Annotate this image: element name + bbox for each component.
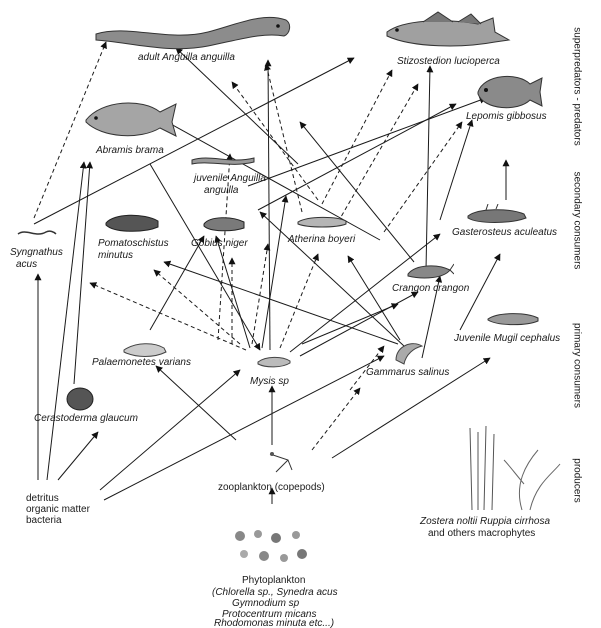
- zander-icon: [386, 11, 511, 47]
- trophic-arrow: [214, 235, 251, 349]
- dashed-trophic-arrow: [231, 81, 319, 201]
- dashed-trophic-arrow: [383, 121, 463, 233]
- trophic-arrow: [103, 355, 385, 501]
- trophic-arrow: [99, 369, 241, 491]
- mysis-icon: [257, 356, 291, 368]
- shrimp-crangon-icon: [407, 263, 454, 279]
- label-lepomis: Lepomis gibbosus: [466, 111, 547, 122]
- label-stizostedion: Stizostedion lucioperca: [397, 56, 500, 67]
- trophic-arrow: [264, 59, 272, 351]
- label-pomatoschistus-1: Pomatoschistus: [98, 238, 169, 249]
- dashed-trophic-arrow: [89, 282, 247, 351]
- label-crangon: Crangon crangon: [392, 283, 470, 294]
- phytoplankton-icon: [235, 530, 307, 562]
- label-gobius: Gobius niger: [191, 238, 248, 249]
- label-juvenile-anguilla-2: anguilla: [204, 185, 239, 196]
- goby-black-icon: [203, 217, 245, 232]
- dashed-trophic-arrow: [33, 41, 107, 219]
- mullet-icon: [487, 313, 539, 326]
- trophic-arrow: [459, 253, 501, 331]
- pumpkinseed-icon: [477, 75, 543, 109]
- trophic-arrow: [155, 365, 237, 441]
- silverside-icon: [297, 216, 347, 228]
- trophic-arrow: [247, 96, 487, 187]
- goby-sand-icon: [105, 214, 159, 232]
- trophic-arrow: [289, 233, 441, 353]
- label-phytoplankton-4: Rhodomonas minuta etc...): [214, 618, 335, 628]
- cockle-icon: [66, 387, 94, 411]
- label-mugil: Juvenile Mugil cephalus: [454, 333, 561, 344]
- label-macrophytes-1: Zostera noltii Ruppia cirrhosa: [420, 516, 551, 527]
- copepod-icon: [269, 452, 293, 473]
- trophic-arrow: [259, 211, 405, 347]
- dashed-trophic-arrow: [153, 269, 241, 345]
- trophic-arrow: [261, 195, 289, 349]
- dashed-trophic-arrow: [349, 345, 385, 391]
- label-abramis: Abramis brama: [96, 145, 164, 156]
- label-gammarus: Gammarus salinus: [366, 367, 450, 378]
- trophic-arrow: [425, 65, 434, 271]
- dashed-trophic-arrow: [264, 63, 303, 213]
- label-phytoplankton-title: Phytoplankton: [242, 575, 306, 586]
- stickleback-icon: [467, 204, 527, 223]
- dashed-trophic-arrow: [311, 387, 361, 451]
- dashed-trophic-arrow: [251, 243, 271, 345]
- label-phytoplankton-3: Protocentrum micans: [222, 609, 317, 620]
- trophic-arrow: [301, 303, 399, 345]
- label-phytoplankton-1: (Chlorella sp., Synedra acus: [212, 587, 338, 598]
- pipefish-icon: [17, 230, 57, 235]
- dashed-trophic-arrow: [217, 153, 234, 341]
- amphipod-icon: [395, 343, 424, 365]
- bream-icon: [85, 102, 177, 137]
- label-gasterosteus: Gasterosteus aculeatus: [452, 227, 558, 238]
- label-palaemonetes: Palaemonetes varians: [92, 357, 191, 368]
- label-detritus-1: detritus: [26, 493, 59, 504]
- trophic-arrow: [149, 235, 205, 331]
- label-detritus-2: organic matter: [26, 504, 90, 515]
- trophic-arrow: [33, 57, 355, 225]
- label-pomatoschistus-2: minutus: [98, 250, 134, 261]
- trophic-arrow: [299, 121, 415, 263]
- label-mysis: Mysis sp: [250, 376, 289, 387]
- label-detritus-3: bacteria: [26, 515, 62, 526]
- trophic-arrow: [175, 47, 299, 165]
- macrophytes-icon: [469, 425, 561, 511]
- eel-adult-icon: [95, 16, 291, 50]
- label-macrophytes-2: and others macrophytes: [428, 528, 536, 539]
- label-zooplankton: zooplankton (copepods): [218, 482, 325, 493]
- dashed-trophic-arrow: [279, 253, 319, 349]
- trophic-arrow: [347, 255, 401, 341]
- label-phytoplankton-2: Gymnodium sp: [232, 598, 300, 609]
- level-producers: producers: [571, 458, 583, 503]
- trophic-arrow: [331, 357, 491, 459]
- trophic-arrow: [73, 161, 94, 385]
- trophic-arrow: [299, 291, 419, 357]
- trophic-arrow: [163, 260, 399, 345]
- label-adult-anguilla: adult Anguilla anguilla: [138, 52, 235, 63]
- trophic-arrow: [439, 119, 474, 221]
- prawn-icon: [123, 343, 167, 357]
- eel-juvenile-icon: [191, 157, 255, 165]
- label-syngnathus-1: Syngnathus: [10, 247, 63, 258]
- dashed-trophic-arrow: [337, 83, 419, 223]
- label-syngnathus-2: acus: [16, 259, 38, 270]
- label-juvenile-anguilla-1: juvenile Anguilla: [194, 173, 266, 184]
- label-atherina: Atherina boyeri: [288, 234, 356, 245]
- trophic-arrow: [421, 275, 443, 359]
- label-cerastoderma: Cerastoderma glaucum: [34, 413, 138, 424]
- trophic-arrow: [46, 161, 87, 481]
- trophic-arrow: [57, 431, 99, 481]
